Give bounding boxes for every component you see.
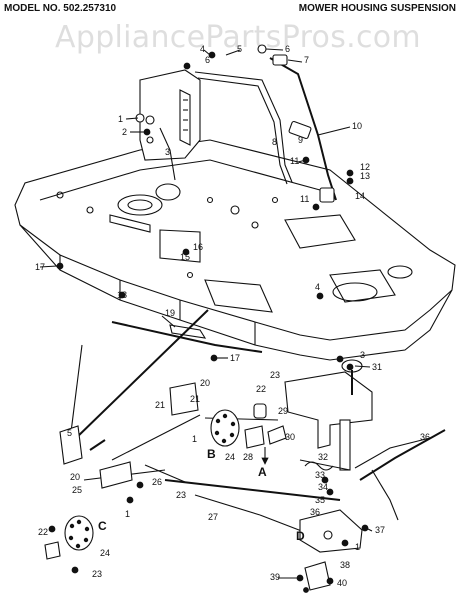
- lift-rod: [159, 120, 312, 181]
- detail-letter-c: C: [98, 519, 107, 533]
- callout-27: 27: [208, 512, 218, 522]
- front-link-rod: [111, 321, 263, 353]
- pivot-bar-a: [261, 425, 287, 465]
- callout-29: 29: [278, 406, 288, 416]
- callout-8: 8: [272, 137, 277, 147]
- callout-22b: 22: [38, 527, 48, 537]
- long-link-36: [354, 429, 446, 521]
- callout-6: 6: [285, 44, 290, 54]
- long-drag-links: [69, 309, 341, 546]
- rear-hanger-assembly: [284, 359, 373, 471]
- callout-13: 13: [360, 171, 370, 181]
- callout-1d: 1: [355, 542, 360, 552]
- callout-19: 19: [165, 308, 175, 318]
- callout-labels: 4 5 6 6 7 1 2 3 8 9 10 11 11 12 13 14 16…: [35, 44, 430, 588]
- callout-20b: 20: [70, 472, 80, 482]
- lift-bracket-plate: [139, 69, 201, 161]
- hanger-bracket-left: [59, 382, 199, 489]
- small-hardware-upper: [56, 44, 354, 300]
- callout-25: 25: [72, 485, 82, 495]
- callout-16: 16: [193, 242, 203, 252]
- callout-35: 35: [315, 495, 325, 505]
- callout-39: 39: [270, 572, 280, 582]
- callout-33: 33: [315, 470, 325, 480]
- callout-26: 26: [152, 477, 162, 487]
- callout-11: 11: [290, 156, 299, 166]
- callout-12: 12: [360, 162, 370, 172]
- model-number: MODEL NO. 502.257310: [4, 3, 117, 14]
- chassis-plate: [14, 139, 456, 361]
- callout-11b: 11: [300, 194, 309, 204]
- callout-40: 40: [337, 578, 347, 588]
- callout-22: 22: [256, 384, 266, 394]
- bottom-fasteners: [48, 291, 369, 593]
- callout-1: 1: [118, 114, 123, 124]
- callout-37: 37: [375, 525, 385, 535]
- detail-letters: B A C D: [98, 447, 305, 543]
- callout-21: 21: [155, 400, 165, 410]
- callout-3b: 3: [360, 350, 365, 360]
- callout-23c: 23: [92, 569, 102, 579]
- callout-1b: 1: [192, 434, 197, 444]
- callout-20: 20: [200, 378, 210, 388]
- callout-4: 4: [200, 44, 205, 54]
- leader-lines: [39, 48, 373, 579]
- detail-letter-d: D: [296, 529, 305, 543]
- callout-2: 2: [122, 127, 127, 137]
- callout-31: 31: [372, 362, 382, 372]
- detail-letter-a: A: [258, 465, 267, 479]
- knob-and-bracket-22: [244, 403, 267, 449]
- callout-9: 9: [298, 135, 303, 145]
- callout-32: 32: [318, 452, 328, 462]
- callout-17b: 17: [230, 353, 240, 363]
- callout-36: 36: [420, 432, 430, 442]
- adjuster-wheel-c: [44, 515, 94, 560]
- callout-5b: 5: [67, 428, 72, 438]
- callout-28: 28: [243, 452, 253, 462]
- watermark: AppliancePartsPros.com: [55, 20, 421, 55]
- callout-23b: 23: [176, 490, 186, 500]
- callout-1c: 1: [125, 509, 130, 519]
- callout-38: 38: [340, 560, 350, 570]
- callout-18: 18: [117, 290, 127, 300]
- callout-14: 14: [355, 191, 365, 201]
- callout-30: 30: [285, 432, 295, 442]
- callout-5: 5: [237, 44, 242, 54]
- callout-6b: 6: [205, 55, 210, 65]
- callout-10: 10: [352, 121, 362, 131]
- callout-24b: 24: [100, 548, 110, 558]
- section-title: MOWER HOUSING SUSPENSION: [298, 3, 456, 14]
- callout-36b: 36: [310, 507, 320, 517]
- detail-letter-b: B: [207, 447, 216, 461]
- callout-7: 7: [304, 55, 309, 65]
- callout-24: 24: [225, 452, 235, 462]
- adjuster-wheel-b: [210, 409, 240, 447]
- callout-4b: 4: [315, 282, 320, 292]
- callout-15: 15: [180, 252, 190, 262]
- callout-23: 23: [270, 370, 280, 380]
- callout-21b: 21: [190, 394, 200, 404]
- callout-3: 3: [165, 147, 170, 157]
- callout-34: 34: [318, 482, 328, 492]
